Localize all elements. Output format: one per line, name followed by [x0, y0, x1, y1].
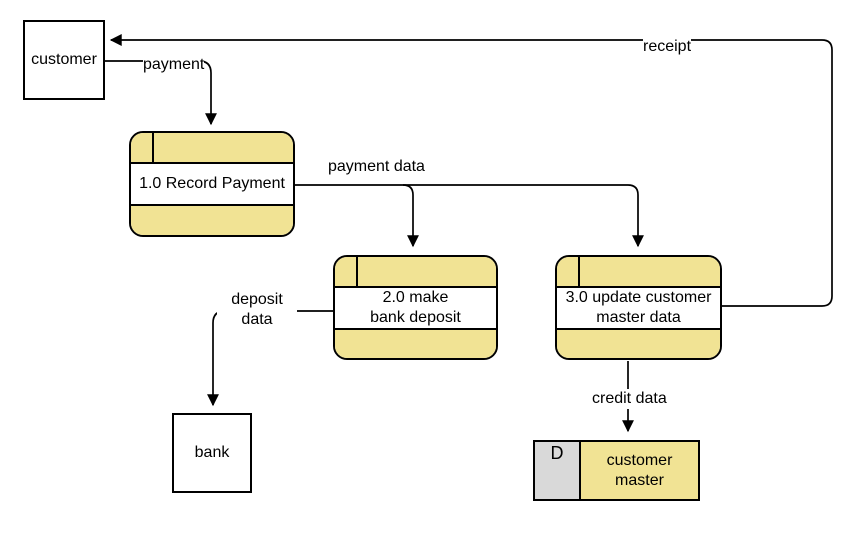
flow-payment-data-path	[295, 184, 644, 248]
flow-receipt-path	[109, 34, 833, 307]
entity-bank: bank	[172, 413, 252, 493]
process-bottom-band	[557, 328, 720, 358]
process-update-customer-master: 3.0 update customer master data	[555, 255, 722, 360]
process-bottom-band	[335, 328, 496, 358]
process-make-bank-deposit: 2.0 make bank deposit	[333, 255, 498, 360]
process-top-band	[557, 257, 720, 288]
process-record-payment-label: 1.0 Record Payment	[139, 175, 285, 192]
flow-label-credit-data: credit data	[592, 389, 667, 409]
process-update-customer-master-label: 3.0 update customer master data	[565, 289, 712, 326]
process-id-divider	[578, 257, 580, 286]
process-make-bank-deposit-label: 2.0 make bank deposit	[370, 289, 461, 326]
process-top-band	[335, 257, 496, 288]
flow-label-receipt: receipt	[643, 37, 692, 57]
process-top-band	[131, 133, 293, 164]
entity-customer: customer	[23, 20, 105, 100]
process-id-divider	[152, 133, 154, 162]
process-record-payment: 1.0 Record Payment	[129, 131, 295, 237]
datastore-id-cell: D	[535, 442, 581, 499]
datastore-customer-master-label: customer master	[581, 442, 698, 499]
flow-label-payment-data: payment data	[328, 157, 425, 177]
flow-label-payment: payment	[143, 55, 205, 75]
datastore-customer-master: D customer master	[533, 440, 700, 501]
flow-payment-data-branch-path	[402, 184, 419, 248]
process-id-divider	[356, 257, 358, 286]
entity-bank-label: bank	[194, 444, 230, 461]
flow-label-deposit-data: deposit data	[217, 290, 297, 330]
entity-customer-label: customer	[31, 51, 97, 68]
process-bottom-band	[131, 204, 293, 235]
